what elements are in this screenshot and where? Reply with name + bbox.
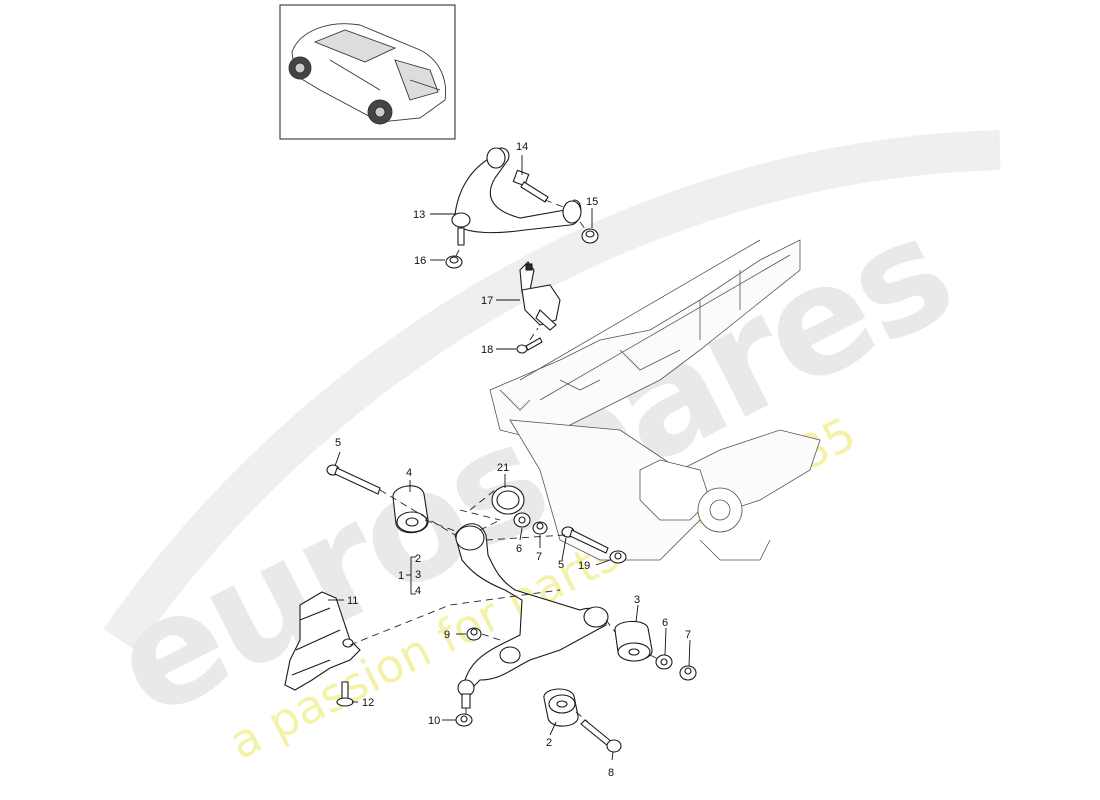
callout-10: 10 [428,715,440,727]
bolt-5-right [561,526,609,554]
callout-21: 21 [497,462,509,474]
lower-control-arm [454,523,609,709]
heat-shield [284,591,361,691]
nut-19 [609,550,627,564]
callout-12: 12 [362,697,374,709]
callout-1-item-3: 3 [415,569,421,581]
callout-4-top: 4 [406,467,412,479]
callout-11: 11 [347,595,358,607]
callout-7-lower: 7 [685,629,691,641]
callout-7-upper: 7 [536,551,542,563]
callout-13: 13 [413,209,425,221]
nut-10 [455,713,473,727]
callout-1-item-4: 4 [415,585,421,597]
level-sensor [519,261,561,331]
callout-2: 2 [546,737,552,749]
nut-7-lower [679,665,697,681]
callout-14: 14 [516,141,528,153]
callout-3: 3 [634,594,640,606]
bolt-18 [516,337,543,354]
callout-18: 18 [481,344,493,356]
leader-lines [328,155,691,761]
callout-15: 15 [586,196,598,208]
bushing-4 [392,485,429,534]
callout-5-right: 5 [558,559,564,571]
nut-15 [581,228,599,244]
car-thumbnail [279,4,456,140]
car-icon [288,23,447,125]
callout-5-left: 5 [335,437,341,449]
bolt-14 [512,169,549,203]
washer-6-lower [655,654,673,670]
ring-21 [469,485,525,515]
assembly-lines [349,199,661,723]
bushing-2 [543,688,579,727]
callout-1: 1 [398,570,404,582]
callout-16: 16 [414,255,426,267]
callouts: 14 13 15 16 17 18 5 4 21 6 7 5 19 1 2 3 … [335,141,691,779]
nut-9 [466,627,482,641]
upper-control-arm [451,147,582,246]
front-axle-subframe [489,239,821,561]
nut-16 [445,255,463,269]
callout-6-lower: 6 [662,617,668,629]
callout-9: 9 [444,629,450,641]
bolt-8 [580,719,622,753]
watermark-swoosh [103,130,1001,652]
callout-19: 19 [578,560,590,572]
washer-6-upper [513,512,531,528]
callout-6-upper: 6 [516,543,522,555]
bolt-12 [336,681,354,707]
nut-7-upper [532,521,548,535]
callout-8: 8 [608,767,614,779]
callout-17: 17 [481,295,493,307]
bolt-5-left [326,464,381,495]
callout-1-item-2: 2 [415,553,421,565]
bushing-3 [614,620,653,662]
